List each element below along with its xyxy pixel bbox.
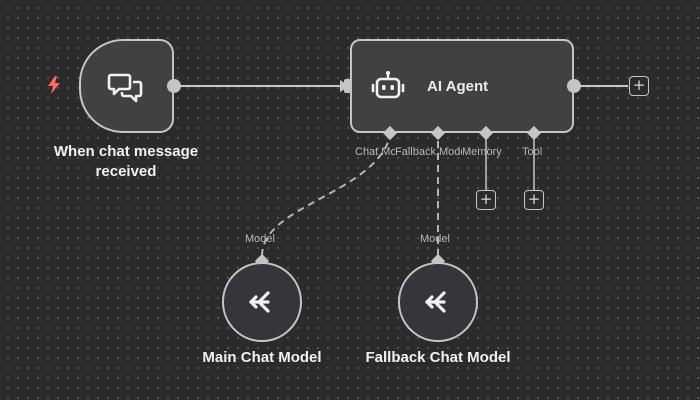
main-chat-model-label: Main Chat Model <box>202 349 322 366</box>
lightning-icon <box>48 76 60 94</box>
fallback-chat-model-label: Fallback Chat Model <box>365 349 511 366</box>
fallback-model-port-label: Fallback Model <box>395 146 462 158</box>
add-tool-button[interactable]: + <box>524 190 544 210</box>
main-model-port-label: Model <box>245 233 275 245</box>
agent-input-port[interactable] <box>344 79 353 93</box>
add-output-node-button[interactable]: + <box>629 76 649 96</box>
trigger-node-label: When chat message received <box>53 143 199 180</box>
robot-icon <box>370 69 406 105</box>
main-chat-model-node[interactable] <box>222 262 302 342</box>
add-memory-button[interactable]: + <box>476 190 496 210</box>
fallback-model-node-port-label: Model <box>420 233 450 245</box>
agent-output-port[interactable] <box>567 79 581 93</box>
chat-model-port-label: Chat Model <box>355 146 395 158</box>
ai-agent-title: AI Agent <box>427 78 489 95</box>
model-arrows-icon <box>242 282 282 322</box>
memory-port-label: Memory <box>462 146 502 158</box>
chat-bubbles-icon <box>104 65 148 109</box>
model-arrows-icon <box>418 282 458 322</box>
trigger-output-port[interactable] <box>167 79 181 93</box>
tool-port-label: Tool <box>522 146 543 158</box>
ai-agent-node[interactable]: AI Agent <box>350 39 574 133</box>
chat-trigger-node[interactable] <box>79 39 174 133</box>
fallback-chat-model-node[interactable] <box>398 262 478 342</box>
